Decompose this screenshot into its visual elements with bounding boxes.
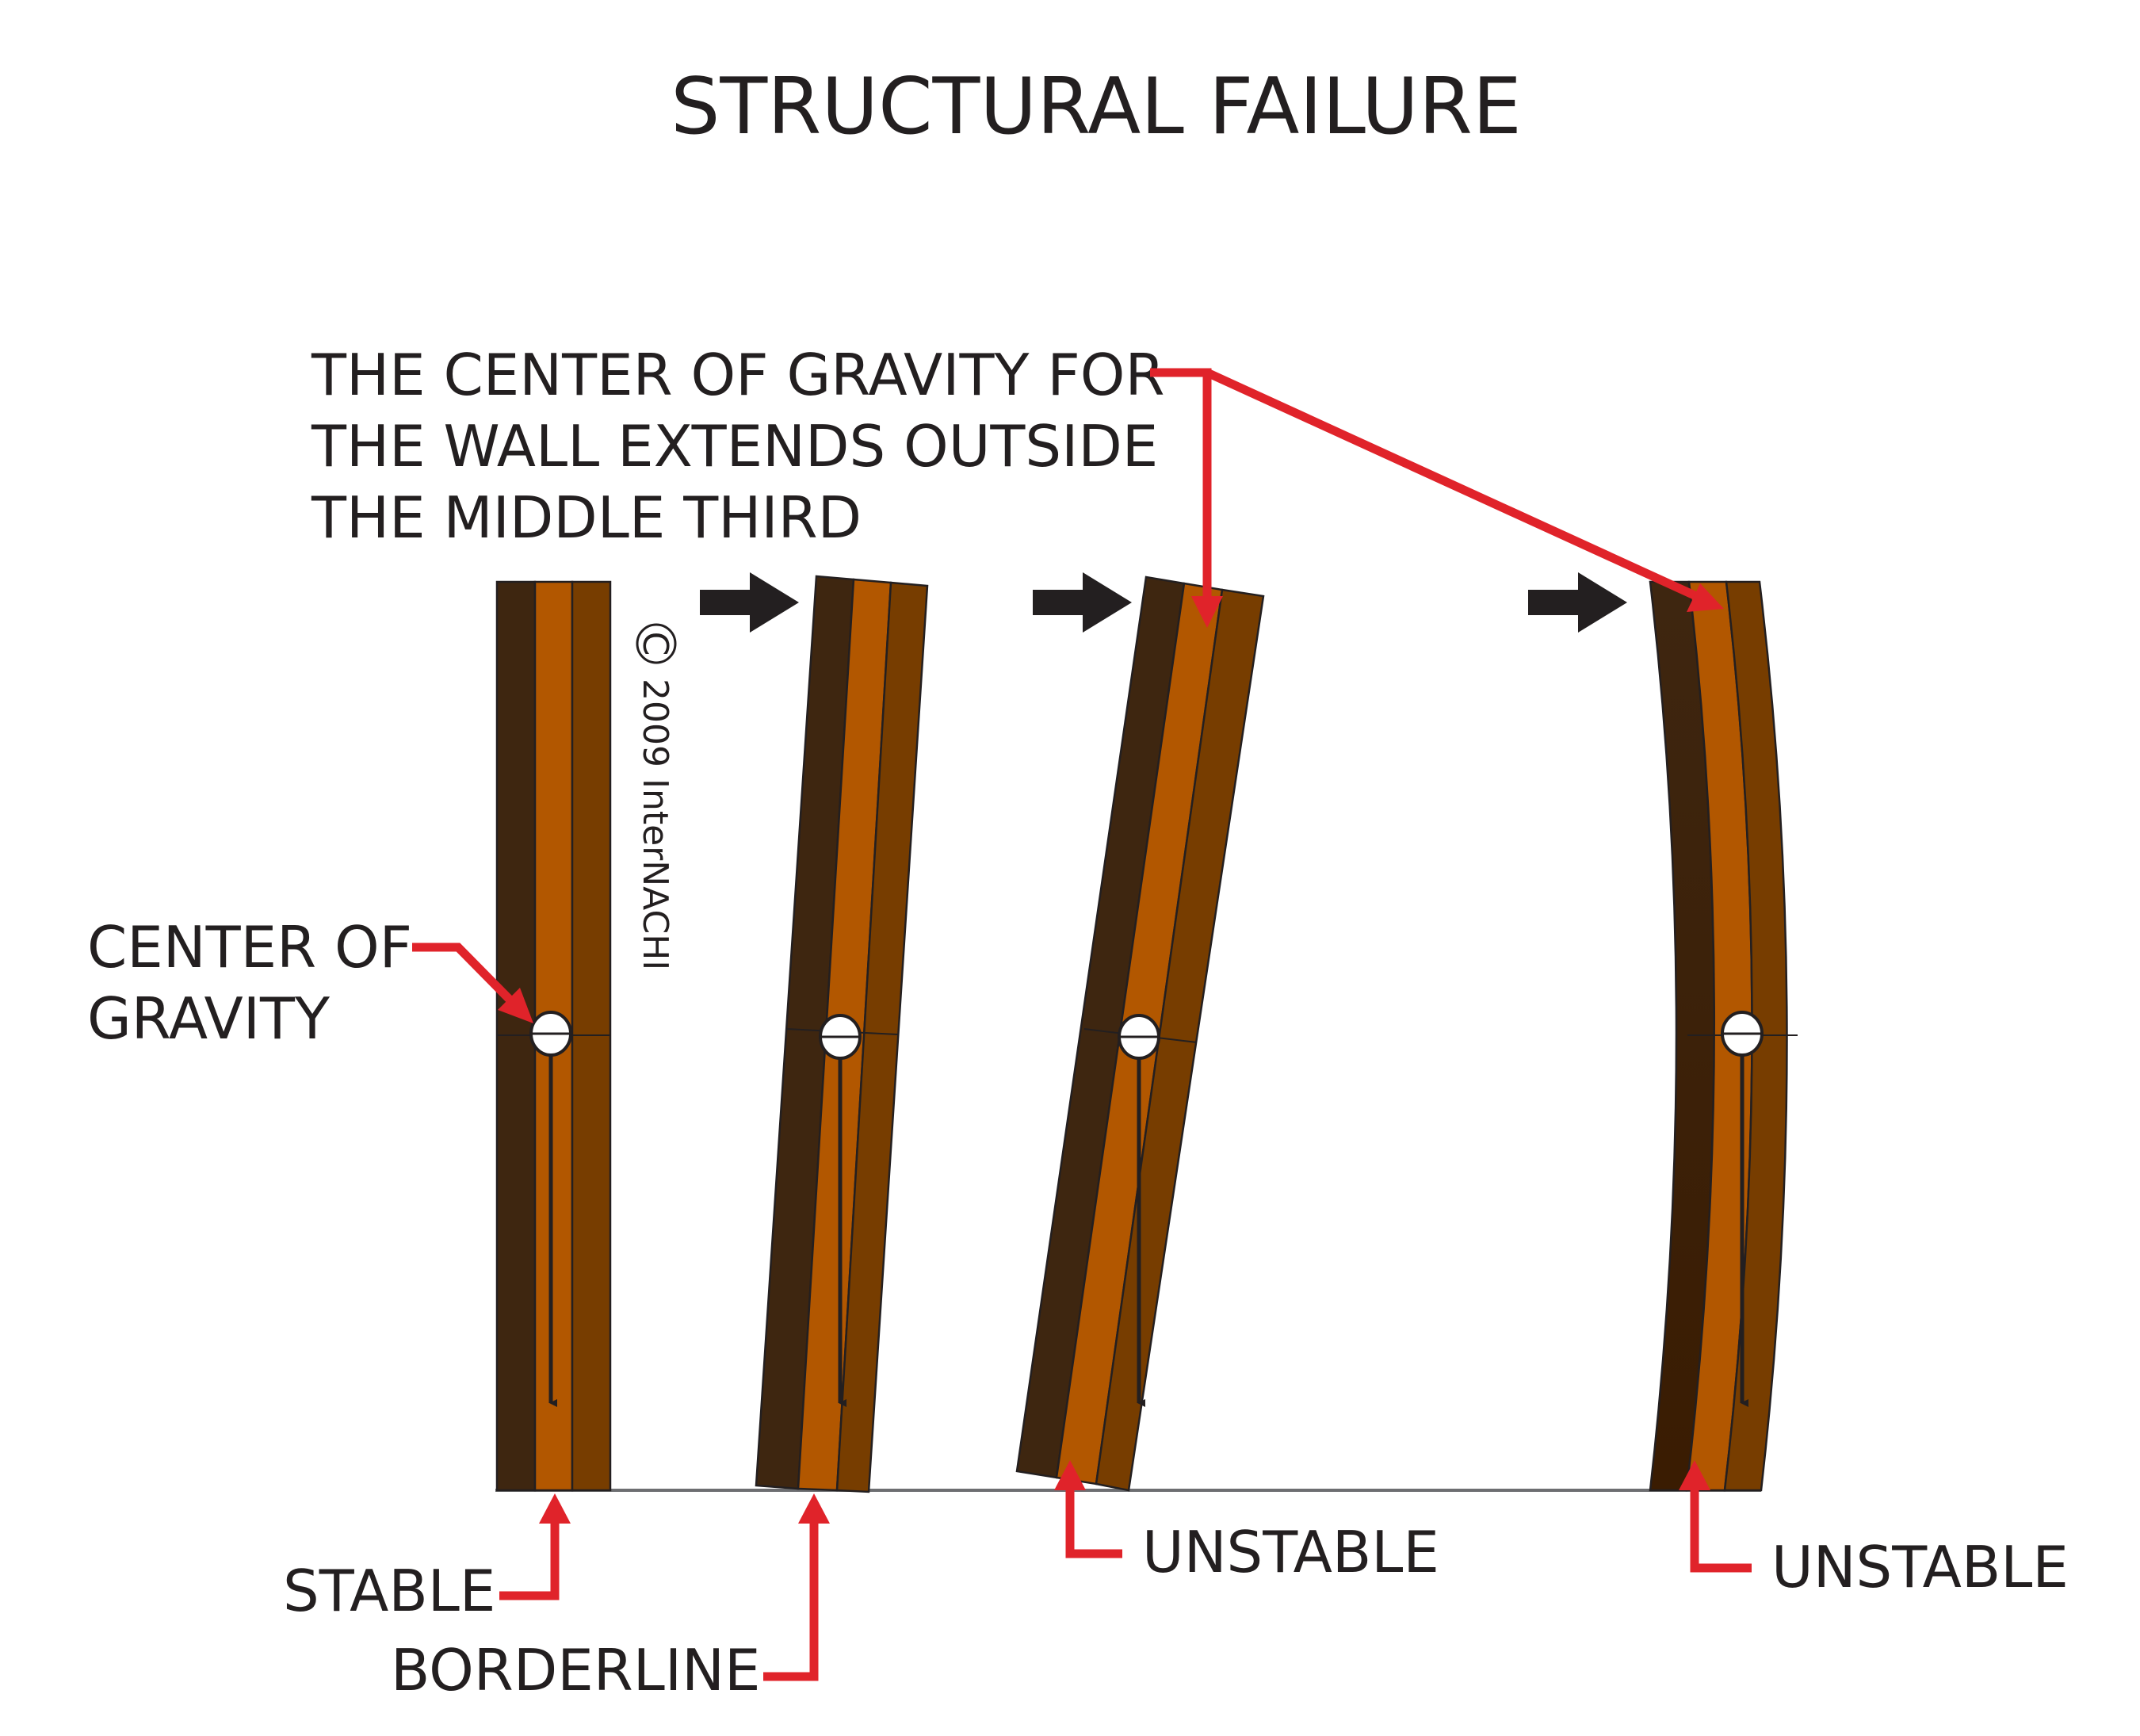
copyright-text: 2009 InterNACHI (635, 679, 675, 970)
callout-line-stable (499, 1520, 560, 1600)
callout-arrowhead-icon (1679, 1460, 1710, 1490)
callout-line-center-of-gravity (412, 943, 518, 1008)
unstable-label-2: UNSTABLE (1771, 1534, 2069, 1600)
callout-arrowhead-icon (498, 988, 533, 1023)
wall-unstable-tilted (1015, 575, 1265, 1492)
center-of-gravity-label-line2: GRAVITY (87, 985, 331, 1052)
stable-label: STABLE (283, 1558, 495, 1624)
callout-arrowhead-icon (1687, 583, 1724, 612)
push-arrow-icon (1033, 572, 1132, 633)
cog-outside-label-line3: THE MIDDLE THIRD (311, 484, 862, 551)
wall-stable (495, 580, 612, 1492)
center-of-gravity-label-line1: CENTER OF (87, 914, 412, 981)
wall-borderline-right-layer (835, 581, 929, 1493)
copyright-symbol: C (635, 632, 675, 656)
copyright-icon (636, 623, 677, 664)
wall-unstable-bowed (1649, 580, 1798, 1492)
borderline-label: BORDERLINE (391, 1637, 761, 1703)
callout-line-unstable-2 (1690, 1487, 1752, 1573)
callout-line-unstable-1 (1065, 1487, 1122, 1558)
push-arrow-icon (1528, 572, 1627, 633)
cog-outside-label-line1: THE CENTER OF GRAVITY FOR (311, 342, 1164, 408)
unstable-label-1: UNSTABLE (1142, 1519, 1439, 1585)
wall-borderline (755, 575, 929, 1493)
callout-arrowhead-icon (539, 1493, 571, 1524)
page-title: STRUCTURAL FAILURE (671, 62, 1522, 152)
copyright-notice: C 2009 InterNACHI (635, 623, 677, 970)
push-arrow-icon (700, 572, 799, 633)
callout-arrowhead-icon (1054, 1460, 1086, 1490)
callout-line-borderline (763, 1520, 819, 1681)
callout-arrowhead-icon (798, 1493, 830, 1524)
cog-outside-label-line2: THE WALL EXTENDS OUTSIDE (311, 413, 1158, 480)
callout-arrowhead-icon (1191, 596, 1223, 628)
callout-line-bowed-wall (1205, 368, 1699, 601)
